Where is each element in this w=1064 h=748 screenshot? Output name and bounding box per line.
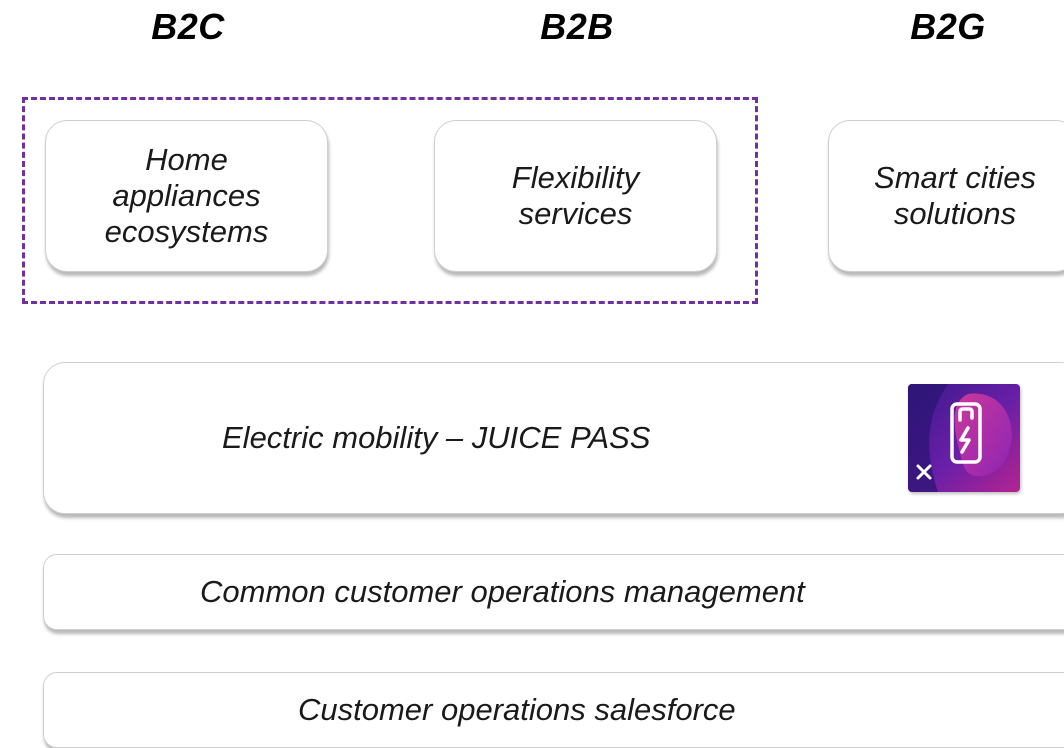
home-appliances-line-3: ecosystems <box>104 214 269 249</box>
flexibility-services-label: Flexibility services <box>512 160 639 232</box>
b2c-b2b-group-outline <box>22 97 758 304</box>
home-appliances-label: Home appliances ecosystems <box>105 142 269 250</box>
home-appliances-line-2: appliances <box>112 178 261 213</box>
juice-pass-app-icon <box>908 384 1020 492</box>
electric-mobility-label: Electric mobility – JUICE PASS <box>222 420 651 455</box>
segment-header-b2b: B2B <box>540 6 614 47</box>
segment-header-b2g: B2G <box>910 6 986 47</box>
electric-mobility-box: Electric mobility – JUICE PASS <box>43 362 1064 514</box>
common-operations-label: Common customer operations management <box>200 574 805 609</box>
smart-cities-line-1: Smart cities <box>874 160 1036 195</box>
flexibility-services-box: Flexibility services <box>434 120 717 272</box>
smart-cities-line-2: solutions <box>893 196 1017 231</box>
flexibility-line-1: Flexibility <box>511 160 640 195</box>
smart-cities-label: Smart cities solutions <box>837 160 1064 232</box>
common-operations-box: Common customer operations management <box>43 554 1064 630</box>
salesforce-label: Customer operations salesforce <box>298 692 736 727</box>
home-appliances-line-1: Home <box>145 142 228 177</box>
flexibility-line-2: services <box>518 196 633 231</box>
segment-header-b2c: B2C <box>151 6 225 47</box>
salesforce-box: Customer operations salesforce <box>43 672 1064 748</box>
home-appliances-box: Home appliances ecosystems <box>45 120 328 272</box>
smart-cities-box: Smart cities solutions <box>828 120 1064 272</box>
